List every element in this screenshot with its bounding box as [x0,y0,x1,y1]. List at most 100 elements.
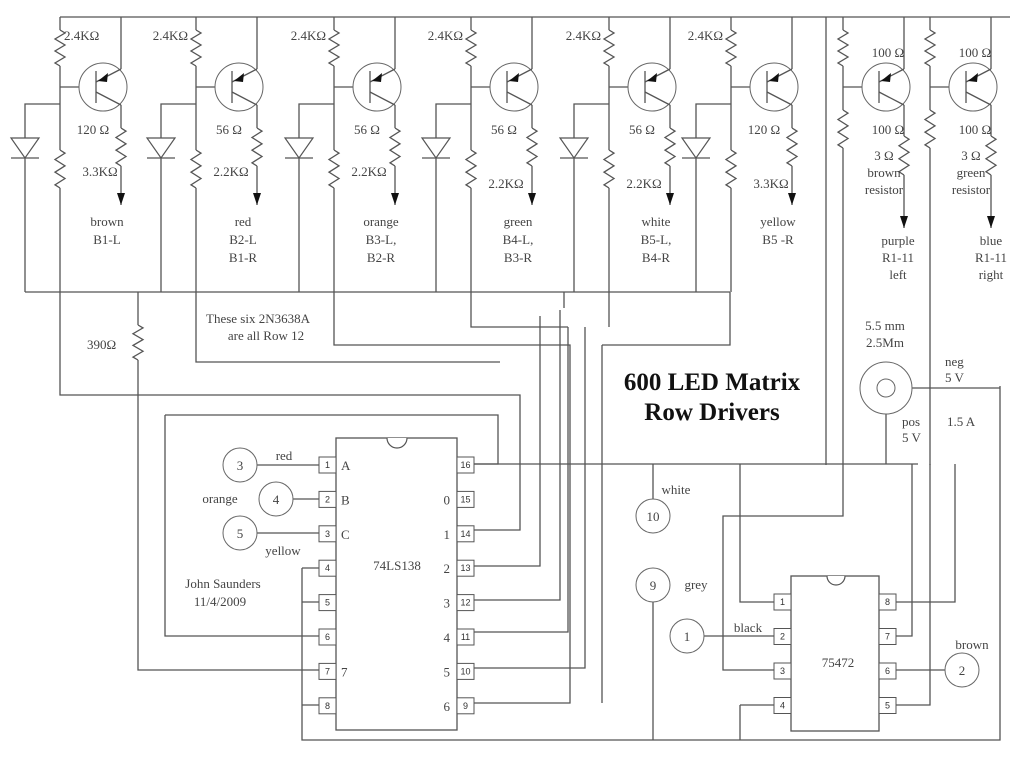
wire-label: yellow [760,214,796,229]
ic2-pin [878,697,897,714]
title-line2: Row Drivers [644,399,780,426]
connector-number: 2 [959,663,966,678]
connector-number: 9 [650,578,657,593]
ic1-pin-number: 15 [460,494,470,504]
ic1-pin-number: 9 [463,701,468,711]
ic1-pin [456,697,475,715]
output-arrow-icon [900,216,908,228]
wire-label: orange [363,214,399,229]
ic2-body [790,575,880,732]
ic2-pin-number: 1 [780,597,785,607]
emitter-res-label: 56 Ω [629,122,655,137]
top-resistor [724,29,738,67]
wire-label: B3-R [504,250,533,265]
transistor-collector [766,91,793,106]
base-resistor [327,149,341,189]
connector-label: yellow [265,543,301,558]
diode-6 [680,137,712,160]
wire-label: B2-L [229,232,257,247]
diode-triangle [283,137,315,160]
author: John Saunders [185,576,260,591]
connector-brown: 2 brown [944,637,989,688]
collector-resistor [114,127,128,167]
jack-size-1: 5.5 mm [865,318,905,333]
ic2-pin-number: 3 [780,666,785,676]
emitter-arrow [372,73,382,82]
date: 11/4/2009 [194,594,246,609]
connector-label: brown [955,637,989,652]
ic1-pin-number: 14 [460,529,470,539]
ic1-pin [456,525,475,543]
wire-label: purple [881,233,914,248]
wire [470,310,561,601]
output-arrow-icon [987,216,995,228]
emitter-arrow [647,73,657,82]
pos-label: pos [902,414,920,429]
connector-number: 5 [237,526,244,541]
current-label: 1.5 A [947,414,976,429]
ic1-pin-label: 5 [444,664,451,679]
ic1-pin-label: C [341,527,350,542]
connector-label: grey [684,577,708,592]
wire [722,465,844,636]
wire [137,360,320,671]
wire-label: blue [980,233,1003,248]
ic2-name: 75472 [822,655,855,670]
ic1-pin-number: 7 [325,666,330,676]
collector-resistor [388,127,402,167]
ic1-name: 74LS138 [373,558,421,573]
power-jack-inner [876,378,896,398]
base-res-label: 2.2KΩ [488,176,523,191]
res-note: resistor [952,182,991,197]
ic1-pin-label: 2 [444,561,451,576]
pnp-transistor-5 [627,62,677,112]
emitter-res-label: 56 Ω [354,122,380,137]
jack-size-2: 2.5Mm [866,335,904,350]
wire [573,103,609,138]
connector-circle [635,498,671,534]
collector-resistor [663,127,677,167]
wire [435,103,471,138]
col-transistor-1 [861,62,911,112]
emitter-arrow [98,73,108,82]
wire [602,292,731,346]
wire [739,464,774,603]
ic2-pin-number: 4 [780,701,785,711]
transistor-circle [78,62,128,112]
top-res-label: 100 Ω [959,45,991,60]
connector-number: 10 [647,509,660,524]
base-res-label: 2.2KΩ [351,164,386,179]
ic2-pin-number: 7 [885,632,890,642]
emitter-arrow [968,73,978,82]
wire-label: R1-11 [882,250,914,265]
ic-74LS138 [318,437,475,731]
ic2-pin [773,593,792,611]
connector-label: orange [202,491,238,506]
wire [896,464,956,603]
ic1-pin [318,697,337,715]
connector-label: black [734,620,763,635]
transistor-circle [627,62,677,112]
output-arrow-icon [528,193,536,205]
ic1-pin-label: B [341,492,350,507]
diode-2 [145,137,177,160]
ic1-body [335,437,458,731]
wire [470,316,541,567]
wire [470,327,569,633]
transistor-collector [369,91,396,106]
wire-label: B2-R [367,250,396,265]
connector-label: red [276,448,293,463]
ic1-pin-number: 11 [461,632,470,642]
wire-label: R1-11 [975,250,1007,265]
base-resistor [836,109,850,149]
ic1-pin [318,559,337,577]
output-arrow-icon [391,193,399,205]
diode-4 [420,137,452,160]
top-res-label: 100 Ω [872,45,904,60]
collector-resistor [984,135,998,176]
pnp-transistor-2 [214,62,264,112]
transistor-circle [214,62,264,112]
top-resistor [602,29,616,67]
